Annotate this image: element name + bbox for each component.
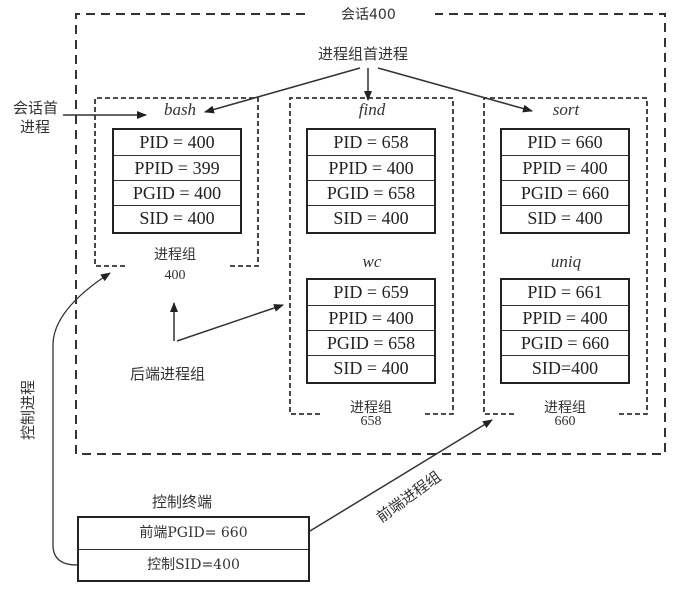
process-group-id: 660	[554, 414, 576, 429]
field-pid: PID = 661	[527, 282, 603, 302]
process-table-wc: PID = 659 PPID = 400 PGID = 658 SID = 40…	[306, 278, 436, 384]
session-leader-label-line1: 会话首	[13, 99, 59, 117]
field-sid: SID = 400	[308, 205, 434, 230]
field-sid: SID = 400	[114, 205, 240, 230]
field-ppid: PPID = 399	[114, 155, 240, 180]
controlling-terminal: 前端PGID= 660 控制SID=400	[77, 516, 310, 582]
process-name-uniq: uniq	[550, 252, 582, 271]
field-ppid: PPID = 400	[502, 155, 628, 180]
process-name-sort: sort	[552, 100, 580, 119]
process-group-label: 进程组	[350, 400, 392, 416]
session-boundary	[75, 13, 666, 455]
controlling-process-label: 控制进程	[19, 379, 37, 440]
process-group-id: 658	[360, 414, 382, 429]
controlling-process-arrow	[52, 272, 111, 566]
process-group-label: 进程组	[544, 400, 586, 416]
process-group-label: 进程组	[154, 247, 196, 263]
terminal-foreground-pgid: 前端PGID= 660	[139, 525, 248, 541]
group-leader-label: 进程组首进程	[318, 45, 409, 63]
field-pid: PID = 400	[139, 132, 215, 152]
field-pid: PID = 658	[333, 132, 409, 152]
leader-arrow-sort	[377, 67, 533, 113]
field-pgid: PGID = 658	[308, 330, 434, 355]
field-sid: SID=400	[502, 355, 628, 380]
process-table-find: PID = 658 PPID = 400 PGID = 658 SID = 40…	[306, 128, 436, 234]
terminal-controlling-sid: 控制SID=400	[79, 549, 308, 581]
leader-arrow-bash	[204, 67, 361, 114]
field-ppid: PPID = 400	[308, 155, 434, 180]
process-table-sort: PID = 660 PPID = 400 PGID = 660 SID = 40…	[500, 128, 630, 234]
background-arrow-658	[176, 304, 284, 342]
foreground-arrow	[309, 419, 493, 532]
background-group-label: 后端进程组	[130, 365, 206, 383]
process-group-660-boundary	[483, 97, 648, 415]
process-name-find: find	[358, 100, 386, 119]
terminal-title: 控制终端	[152, 493, 213, 511]
process-table-bash: PID = 400 PPID = 399 PGID = 400 SID = 40…	[112, 128, 242, 234]
field-pgid: PGID = 400	[114, 180, 240, 205]
process-group-id: 400	[164, 268, 186, 283]
field-pgid: PGID = 660	[502, 180, 628, 205]
field-ppid: PPID = 400	[502, 305, 628, 330]
field-sid: SID = 400	[502, 205, 628, 230]
field-pgid: PGID = 660	[502, 330, 628, 355]
field-pgid: PGID = 658	[308, 180, 434, 205]
field-pid: PID = 660	[527, 132, 603, 152]
field-sid: SID = 400	[308, 355, 434, 380]
session-title: 会话400	[341, 7, 396, 23]
field-pid: PID = 659	[333, 282, 409, 302]
process-name-wc: wc	[362, 252, 382, 271]
session-leader-label-line2: 进程	[20, 118, 51, 136]
process-group-400-boundary	[94, 97, 259, 267]
process-table-uniq: PID = 661 PPID = 400 PGID = 660 SID=400	[500, 278, 630, 384]
process-name-bash: bash	[163, 100, 197, 119]
field-ppid: PPID = 400	[308, 305, 434, 330]
